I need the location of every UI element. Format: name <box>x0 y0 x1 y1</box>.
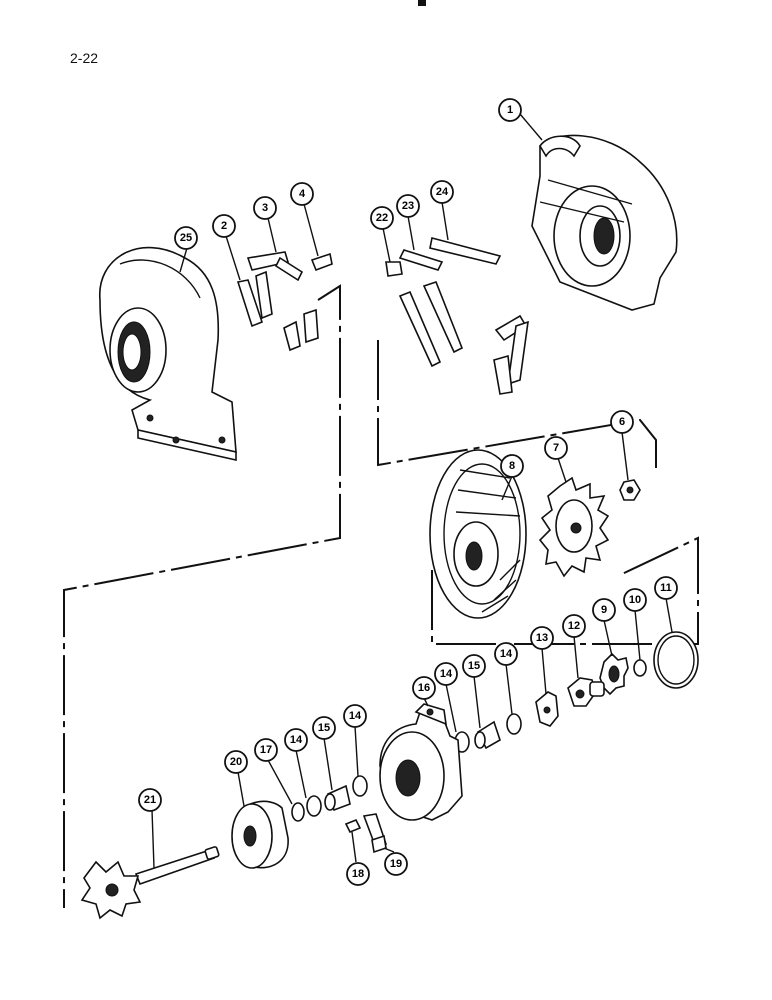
callout-14-b: 14 <box>434 662 458 686</box>
retaining-ring-left-outer <box>352 775 368 797</box>
svg-text:23: 23 <box>402 200 414 212</box>
callout-11: 11 <box>654 576 678 600</box>
bolt-and-lock-plate <box>344 813 387 854</box>
callout-21: 21 <box>138 788 162 812</box>
callout-3: 3 <box>253 196 277 220</box>
callout-25: 25 <box>174 226 198 250</box>
callout-17: 17 <box>254 738 278 762</box>
compressor-wheel <box>538 476 610 578</box>
callout-14-d: 14 <box>284 728 308 752</box>
svg-text:9: 9 <box>601 604 607 616</box>
svg-text:20: 20 <box>230 756 242 768</box>
svg-text:12: 12 <box>568 620 580 632</box>
svg-text:3: 3 <box>262 202 268 214</box>
callout-10: 10 <box>623 588 647 612</box>
shroud-disk <box>429 449 527 619</box>
svg-text:22: 22 <box>376 212 388 224</box>
svg-text:15: 15 <box>468 660 480 672</box>
linkage-pieces-right <box>385 237 529 395</box>
callout-14-a: 14 <box>494 642 518 666</box>
svg-text:14: 14 <box>290 734 303 746</box>
retaining-ring-right <box>506 713 522 735</box>
assembly-guide-lines <box>63 284 699 908</box>
svg-text:25: 25 <box>180 232 192 244</box>
bearing-right <box>474 720 501 750</box>
callout-15-b: 15 <box>312 716 336 740</box>
svg-text:15: 15 <box>318 722 330 734</box>
o-ring <box>653 631 699 689</box>
svg-text:8: 8 <box>509 460 515 472</box>
svg-text:10: 10 <box>629 594 641 606</box>
callout-2: 2 <box>212 214 236 238</box>
callout-9: 9 <box>592 598 616 622</box>
svg-text:14: 14 <box>349 710 362 722</box>
retaining-ring-left-inner <box>306 795 322 817</box>
callout-19: 19 <box>384 852 408 876</box>
bearing-left <box>324 784 351 812</box>
piston-ring <box>291 802 305 822</box>
linkage-pieces-left <box>236 251 333 352</box>
nut <box>619 479 641 501</box>
callout-6: 6 <box>610 410 634 434</box>
svg-text:24: 24 <box>436 186 449 198</box>
svg-text:2: 2 <box>221 220 227 232</box>
callout-20: 20 <box>224 750 248 774</box>
o-ring-inner <box>657 635 695 685</box>
callout-18: 18 <box>346 862 370 886</box>
callout-12: 12 <box>562 614 586 638</box>
callout-22: 22 <box>370 206 394 230</box>
callout-16: 16 <box>412 676 436 700</box>
snap-ring <box>633 659 647 677</box>
turbine-housing <box>99 246 237 461</box>
callout-4: 4 <box>290 182 314 206</box>
thrust-bearing <box>535 691 559 727</box>
page-number: 2-22 <box>70 50 99 66</box>
svg-text:18: 18 <box>352 868 364 880</box>
svg-text:14: 14 <box>440 668 453 680</box>
svg-text:14: 14 <box>500 648 513 660</box>
svg-text:6: 6 <box>619 416 625 428</box>
thrust-spacer <box>567 677 605 707</box>
center-housing <box>379 703 463 821</box>
callout-1: 1 <box>498 98 522 122</box>
compressor-housing <box>531 134 678 311</box>
callout-8: 8 <box>500 454 524 478</box>
svg-text:11: 11 <box>660 582 672 594</box>
svg-text:16: 16 <box>418 682 430 694</box>
callout-7: 7 <box>544 436 568 460</box>
svg-text:7: 7 <box>553 442 559 454</box>
leader-lines <box>151 113 673 869</box>
cropped-heading-fragment <box>418 0 426 6</box>
svg-text:17: 17 <box>260 744 272 756</box>
svg-text:1: 1 <box>507 104 513 116</box>
callout-15-a: 15 <box>462 654 486 678</box>
callout-23: 23 <box>396 194 420 218</box>
callout-14-c: 14 <box>343 704 367 728</box>
svg-text:4: 4 <box>299 188 306 200</box>
heat-shield <box>231 800 289 869</box>
callout-24: 24 <box>430 180 454 204</box>
svg-text:19: 19 <box>390 858 402 870</box>
svg-text:13: 13 <box>536 632 548 644</box>
thrust-collar <box>599 652 629 696</box>
svg-text:21: 21 <box>144 794 156 806</box>
turbine-wheel-shaft <box>80 846 220 920</box>
callout-13: 13 <box>530 626 554 650</box>
